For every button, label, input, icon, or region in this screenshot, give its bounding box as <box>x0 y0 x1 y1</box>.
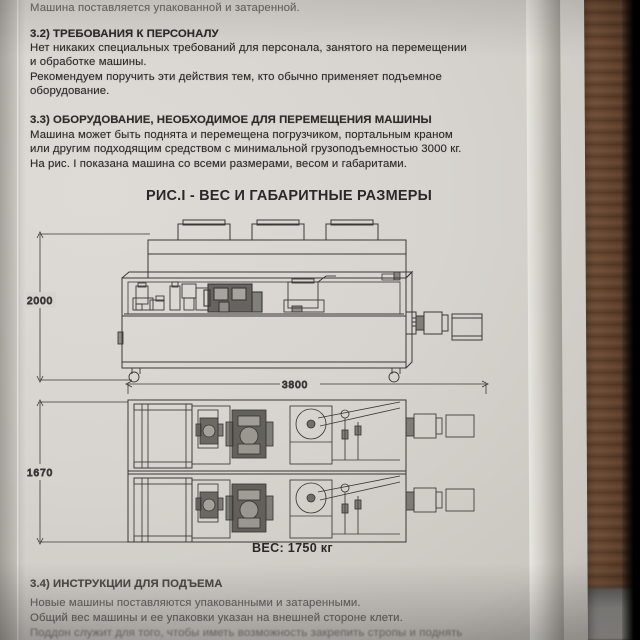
paragraph-3-3-line-1: Машина может быть поднята и перемещена п… <box>30 129 453 141</box>
photo-right-dark-border <box>622 0 640 640</box>
paper-left-crease <box>17 0 20 640</box>
paragraph-3-2-line-4: оборудование. <box>30 85 110 97</box>
dimension-label-width: 1670 <box>27 468 53 479</box>
paragraph-3-2-line-1: Нет никаких специальных требований для п… <box>30 42 467 54</box>
technical-drawing: 2000 3800 <box>0 212 540 552</box>
paragraph-3-4-line-3: Поддон служит для того, чтобы иметь возм… <box>30 627 463 639</box>
paper-left-shadow <box>0 0 26 640</box>
heading-3-3: 3.3) ОБОРУДОВАНИЕ, НЕОБХОДИМОЕ ДЛЯ ПЕРЕМ… <box>30 114 432 126</box>
figure-title: РИС.I - ВЕС И ГАБАРИТНЫЕ РАЗМЕРЫ <box>146 188 433 204</box>
dimension-label-length-upper: 3800 <box>282 380 308 391</box>
heading-3-4: 3.4) ИНСТРУКЦИИ ДЛЯ ПОДЪЕМА <box>30 578 223 590</box>
page-text-content: Машина поставляется упакованной и затаре… <box>0 2 540 639</box>
side-elevation-view <box>117 219 483 383</box>
dimension-height-2000 <box>26 231 150 383</box>
paragraph-3-3-line-3: На рис. I показана машина со всеми разме… <box>30 158 408 170</box>
dimension-width-1670 <box>26 399 128 545</box>
paragraph-3-4-line-1: Новые машины поставляются упакованными и… <box>30 597 361 609</box>
figure-svg: 2000 3800 <box>26 219 489 545</box>
paragraph-3-4-line-2: Общий вес машины и ее упаковки указан на… <box>30 612 403 624</box>
paragraph-3-3-line-2: или другим подходящим средством с минима… <box>30 143 462 155</box>
paragraph-3-2-line-2: и обработке машины. <box>30 56 147 68</box>
top-plan-view <box>127 399 475 543</box>
paragraph-intro: Машина поставляется упакованной и затаре… <box>30 2 300 14</box>
dimension-label-height: 2000 <box>27 296 53 307</box>
paragraph-3-2-line-3: Рекомендуем поручить эти действия тем, к… <box>30 71 442 83</box>
weight-label: ВЕС: 1750 кг <box>252 541 333 555</box>
heading-3-2: 3.2) ТРЕБОВАНИЯ К ПЕРСОНАЛУ <box>30 28 219 40</box>
dimension-length-3800-upper <box>125 377 489 394</box>
